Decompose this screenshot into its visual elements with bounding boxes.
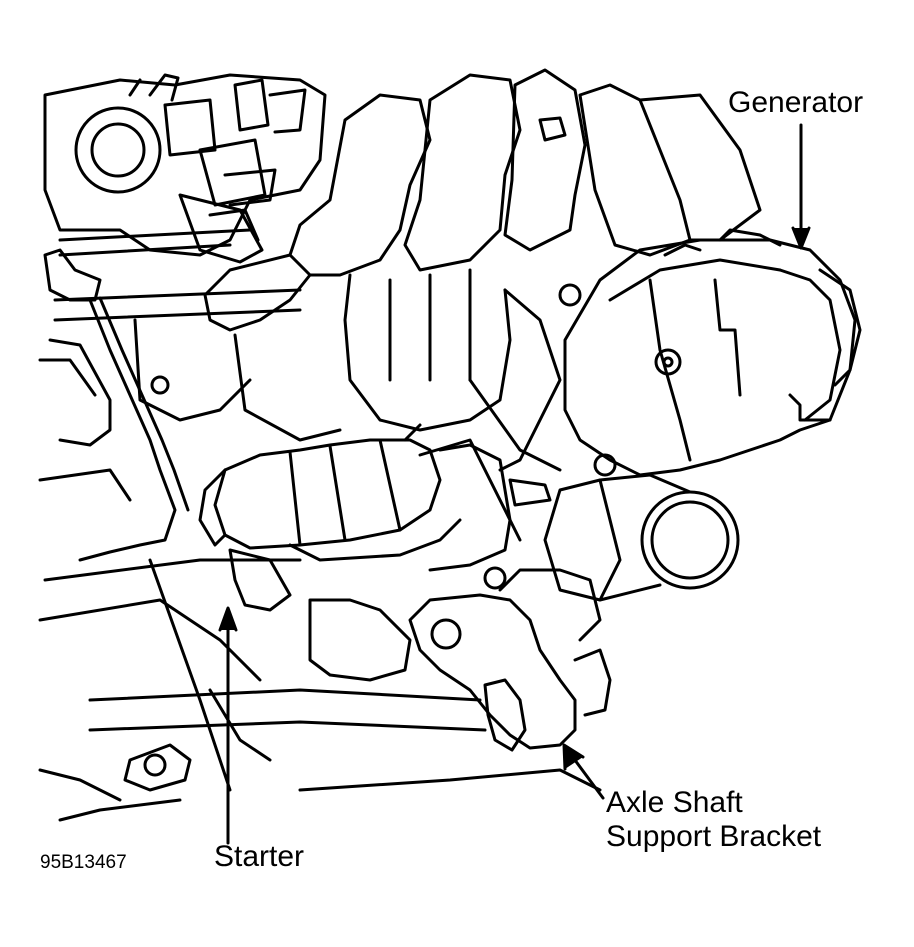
leader-arrows bbox=[218, 123, 811, 845]
axle-label-line1: Axle Shaft bbox=[606, 786, 743, 819]
oil-filter bbox=[543, 473, 740, 602]
generator bbox=[563, 228, 862, 477]
axle-label-line2: Support Bracket bbox=[606, 820, 822, 853]
fuel-lines bbox=[38, 228, 252, 562]
axle-bracket bbox=[88, 568, 612, 792]
starter-label: Starter bbox=[214, 840, 305, 873]
figure-code: 95B13467 bbox=[40, 852, 127, 873]
throttle-body bbox=[43, 73, 327, 264]
intake-manifold bbox=[203, 68, 762, 432]
axle-arrowhead bbox=[562, 743, 585, 771]
axle-shaft-support-bracket-label: Axle Shaft Support Bracket bbox=[606, 786, 821, 854]
generator-arrowhead bbox=[791, 226, 811, 250]
generator-label: Generator bbox=[728, 86, 864, 119]
engine-block bbox=[53, 283, 617, 477]
starter-motor bbox=[198, 423, 552, 612]
starter-arrowhead bbox=[218, 606, 238, 632]
lower-chassis bbox=[38, 558, 602, 822]
